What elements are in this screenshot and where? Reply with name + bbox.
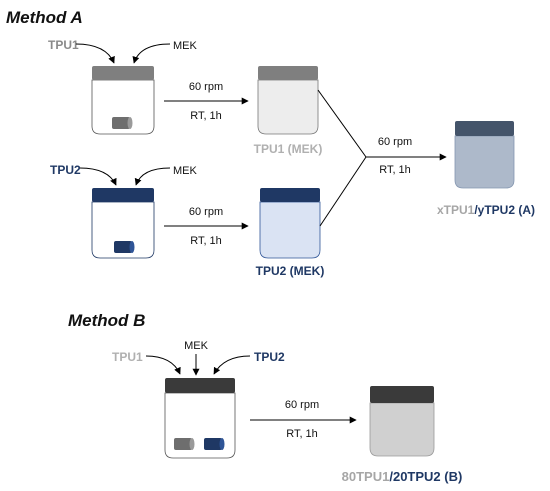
step3-speed: 60 rpm: [378, 136, 412, 148]
step-b-speed: 60 rpm: [285, 399, 319, 411]
jar-lid: [260, 188, 320, 202]
tpu1-mek-jar: [91, 66, 155, 135]
tpu2-solution-jar: [259, 188, 321, 259]
tpu1-solution-label: TPU1 (MEK): [254, 142, 323, 156]
mixture-b-sep: /: [389, 469, 393, 484]
tpu1-label: TPU1: [48, 38, 79, 52]
mixture-b-jar: [369, 386, 435, 457]
merge-line-top: [317, 89, 367, 158]
mixing-jar-b: [164, 378, 236, 459]
mixture-a-tpu1: xTPU1: [437, 203, 475, 217]
tpu1-pellet-icon: [174, 438, 195, 450]
step2-speed: 60 rpm: [189, 206, 223, 218]
step1-conditions: RT, 1h: [190, 110, 222, 122]
jar-lid: [455, 121, 514, 136]
tpu1-pellet-icon: [112, 117, 133, 129]
tpu1-label-b: TPU1: [112, 350, 143, 364]
step-b-conditions: RT, 1h: [286, 428, 318, 440]
tpu1-addition-arrow: [75, 43, 115, 64]
mixture-b-suffix: (B): [441, 469, 463, 484]
mek-label: MEK: [173, 40, 198, 52]
mixture-a-tpu2: yTPU2: [478, 203, 516, 217]
jar-lid: [258, 66, 318, 80]
mixture-b-tpu1: 80TPU1: [342, 469, 390, 484]
jar-lid: [92, 188, 154, 202]
mixture-a-sep: /: [474, 203, 478, 217]
tpu1-addition-arrow-b: [145, 355, 181, 375]
mixture-b-tpu2: 20TPU2: [393, 469, 441, 484]
tpu2-pellet-icon: [114, 241, 135, 253]
mek-addition-arrow: [132, 43, 171, 64]
method-a-title: Method A: [6, 8, 83, 27]
tpu2-solution-label: TPU2 (MEK): [256, 264, 325, 278]
tpu1-solution-jar: [257, 66, 319, 135]
method-b-title: Method B: [68, 311, 145, 330]
mek-addition-arrow: [134, 167, 171, 186]
mixture-a-jar: [454, 121, 515, 189]
tpu2-pellet-icon: [204, 438, 225, 450]
tpu2-mek-jar: [91, 188, 155, 259]
tpu2-addition-arrow: [79, 167, 117, 186]
mixture-a-suffix: (A): [515, 203, 535, 217]
merge-line-bottom: [319, 156, 367, 227]
mek-label-b: MEK: [184, 340, 209, 352]
mixture-b-label: 80TPU1/20TPU2 (B): [342, 469, 463, 484]
mixture-a-label: xTPU1/yTPU2 (A): [437, 203, 535, 217]
tpu2-label-b: TPU2: [254, 350, 285, 364]
tpu2-label: TPU2: [50, 163, 81, 177]
step3-conditions: RT, 1h: [379, 164, 411, 176]
jar-lid: [370, 386, 434, 403]
tpu2-addition-arrow-b: [213, 355, 251, 375]
mek-label: MEK: [173, 165, 198, 177]
jar-lid: [165, 378, 235, 393]
step1-speed: 60 rpm: [189, 81, 223, 93]
step2-conditions: RT, 1h: [190, 235, 222, 247]
jar-lid: [92, 66, 154, 80]
